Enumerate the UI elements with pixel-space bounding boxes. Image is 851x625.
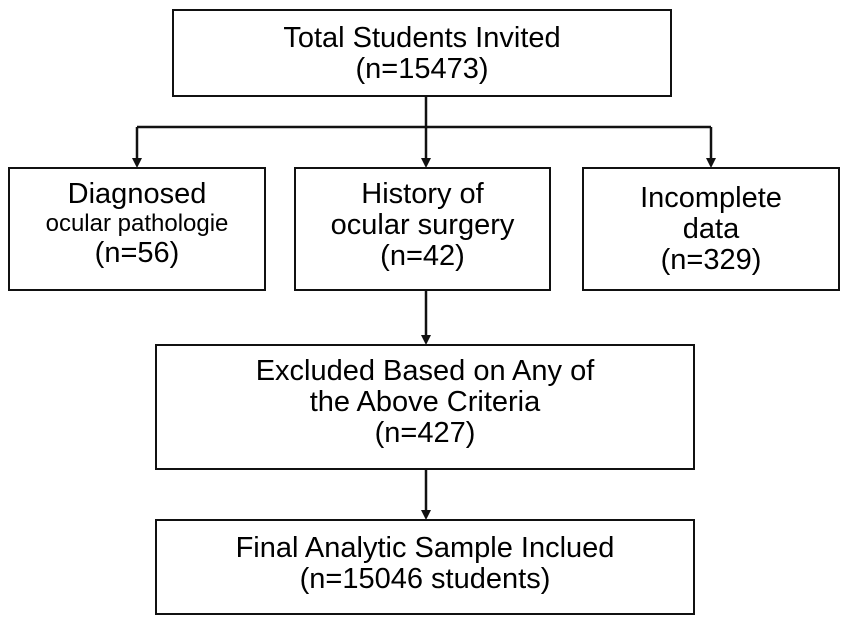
incomplete-data-line2: data (682, 213, 740, 245)
diagnosed-pathology-line2: ocular pathologie (45, 210, 229, 237)
diagnosed-pathology-box: Diagnosed ocular pathologie (n=56) (8, 167, 266, 291)
excluded-total-count: (n=427) (374, 417, 476, 449)
final-sample-line1: Final Analytic Sample Inclued (235, 532, 615, 564)
ocular-surgery-line2: ocular surgery (330, 209, 515, 241)
incomplete-data-line1: Incomplete (640, 182, 782, 214)
total-invited-title: Total Students Invited (283, 22, 561, 54)
ocular-surgery-box: History of ocular surgery (n=42) (294, 167, 551, 291)
diagnosed-pathology-count: (n=56) (94, 237, 180, 269)
diagnosed-pathology-line1: Diagnosed (67, 178, 207, 210)
total-invited-box: Total Students Invited (n=15473) (172, 9, 672, 97)
ocular-surgery-count: (n=42) (380, 240, 465, 272)
ocular-surgery-line1: History of (361, 178, 484, 210)
excluded-total-line2: the Above Criteria (309, 386, 541, 418)
incomplete-data-box: Incomplete data (n=329) (582, 167, 840, 291)
excluded-total-box: Excluded Based on Any of the Above Crite… (155, 344, 695, 470)
excluded-total-line1: Excluded Based on Any of (255, 355, 595, 387)
incomplete-data-count: (n=329) (660, 244, 762, 276)
total-invited-count: (n=15473) (355, 53, 489, 85)
final-sample-count: (n=15046 students) (299, 563, 551, 595)
final-sample-box: Final Analytic Sample Inclued (n=15046 s… (155, 519, 695, 615)
